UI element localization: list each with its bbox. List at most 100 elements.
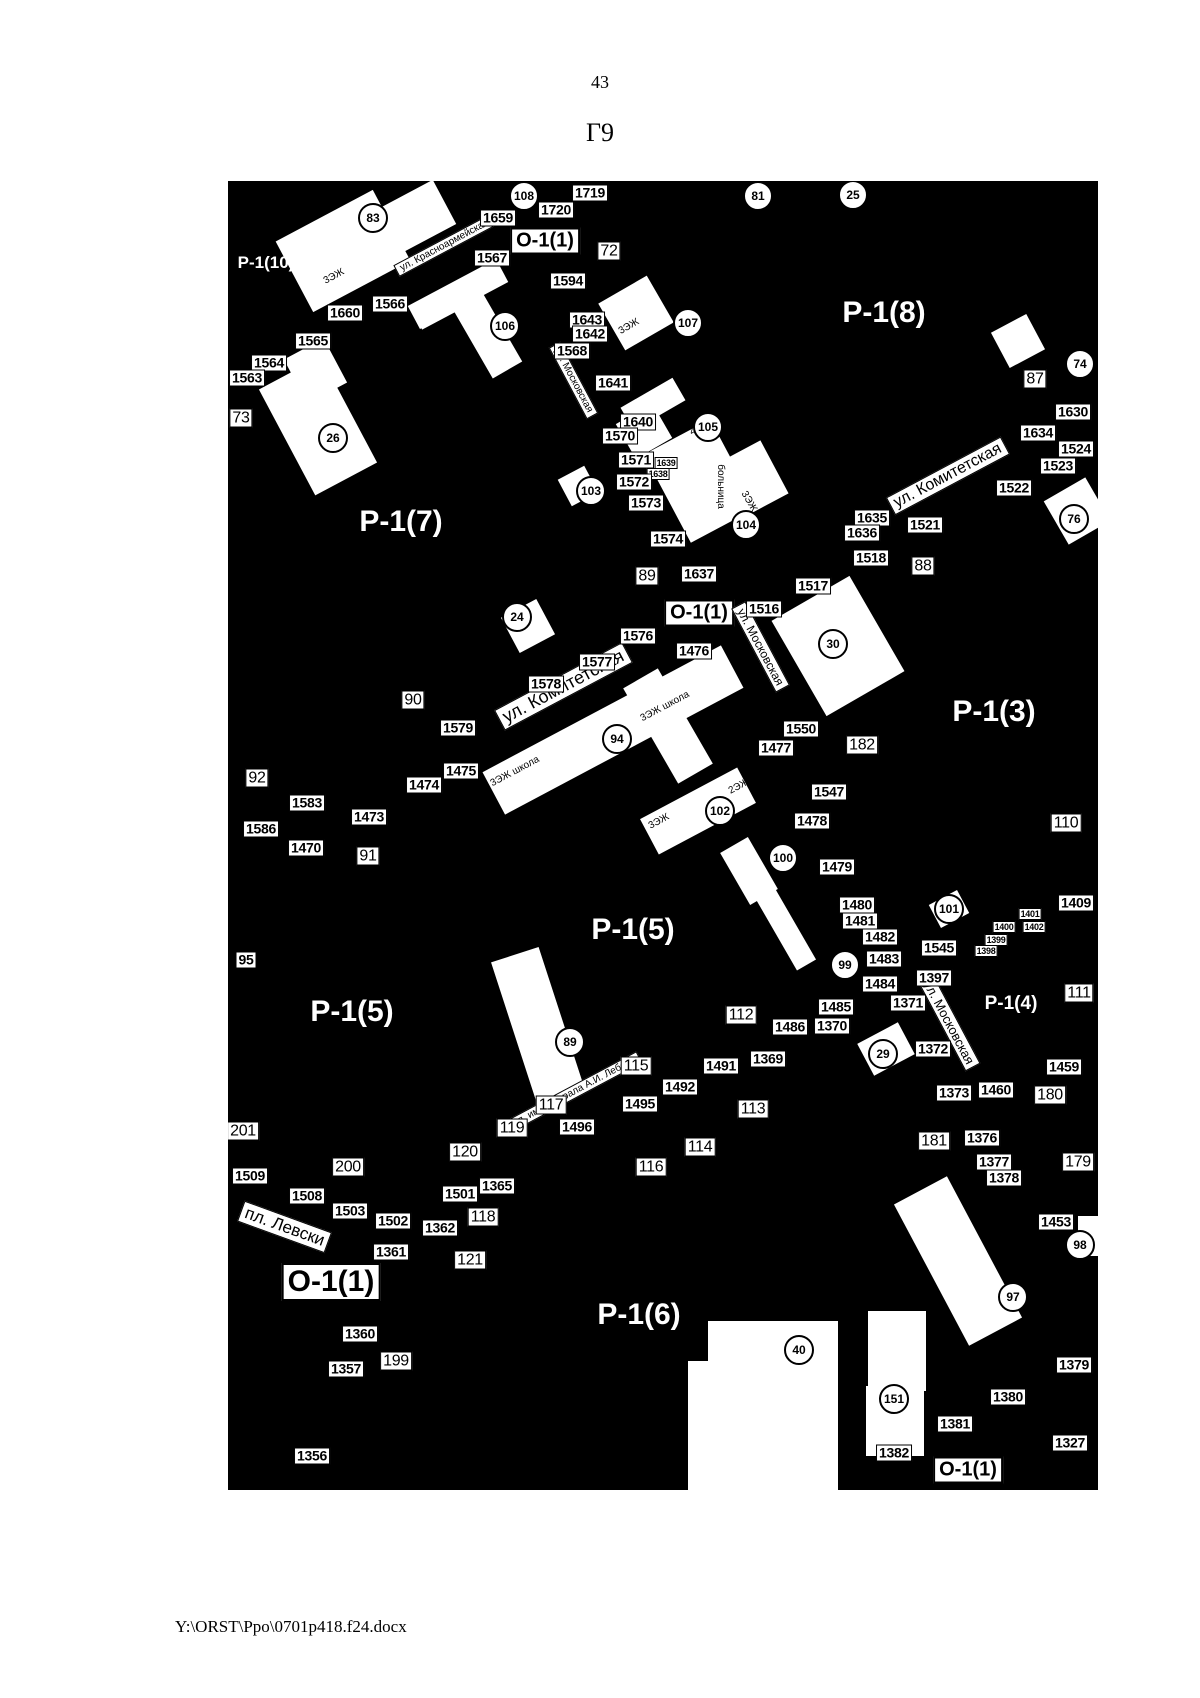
lot-number: 1409 xyxy=(1058,894,1094,912)
lot-number: 1378 xyxy=(986,1169,1022,1187)
lot-number: 1516 xyxy=(746,600,782,618)
zone-label-o1: О-1(1) xyxy=(933,1456,1003,1484)
lot-number: 1517 xyxy=(795,577,831,595)
lot-number: 1630 xyxy=(1055,403,1091,421)
lot-number: 1480 xyxy=(839,896,875,914)
lot-number: 110 xyxy=(1050,813,1082,833)
lot-number: 1578 xyxy=(528,675,564,693)
lot-number: 1659 xyxy=(480,209,516,227)
lot-number: 1477 xyxy=(758,739,794,757)
lot-number: 1376 xyxy=(964,1129,1000,1147)
lot-number: 1518 xyxy=(853,549,889,567)
building-footprint xyxy=(688,1361,738,1490)
lot-number: 112 xyxy=(725,1005,757,1025)
lot-number: 1502 xyxy=(375,1212,411,1230)
lot-number: 1491 xyxy=(703,1057,739,1075)
building-footprint xyxy=(598,275,674,351)
building-footprint xyxy=(990,313,1046,369)
zone-label: Р-1(3) xyxy=(952,695,1036,728)
lot-number: 1719 xyxy=(572,184,608,202)
building-number: 30 xyxy=(818,629,848,659)
lot-number: 1637 xyxy=(681,565,717,583)
lot-number: 1459 xyxy=(1046,1058,1082,1076)
lot-number: 1509 xyxy=(232,1167,268,1185)
lot-number: 116 xyxy=(635,1157,667,1177)
building-number: 29 xyxy=(868,1039,898,1069)
lot-number: 1327 xyxy=(1052,1434,1088,1452)
lot-number: 1586 xyxy=(243,820,279,838)
lot-number: 95 xyxy=(235,951,257,969)
street-label: пл. Левски xyxy=(237,1200,333,1254)
building-number: 100 xyxy=(768,843,798,873)
lot-number: 1579 xyxy=(440,719,476,737)
building-number: 76 xyxy=(1059,504,1089,534)
lot-number: 114 xyxy=(684,1137,716,1157)
lot-number: 115 xyxy=(620,1056,652,1076)
lot-number: 1369 xyxy=(750,1050,786,1068)
zone-label: Р-1(5) xyxy=(310,995,394,1028)
lot-number: 120 xyxy=(449,1142,481,1162)
lot-number: 1370 xyxy=(814,1017,850,1035)
lot-number: 121 xyxy=(454,1250,486,1270)
lot-number: 1521 xyxy=(907,516,943,534)
lot-number: 1496 xyxy=(559,1118,595,1136)
lot-number: 1567 xyxy=(474,249,510,267)
zone-label: Р-1(7) xyxy=(359,505,443,538)
lot-number: 1400 xyxy=(992,921,1016,933)
lot-number: 1357 xyxy=(328,1360,364,1378)
lot-number: 1382 xyxy=(876,1444,912,1462)
lot-number: 1642 xyxy=(572,325,608,343)
lot-number: 1492 xyxy=(662,1078,698,1096)
lot-number: 1360 xyxy=(342,1325,378,1343)
lot-number: 1484 xyxy=(862,975,898,993)
zone-label: Р-1(5) xyxy=(591,913,675,946)
lot-number: 1397 xyxy=(916,969,952,987)
lot-number: 1398 xyxy=(974,945,998,957)
lot-number: 1566 xyxy=(372,295,408,313)
lot-number: 1568 xyxy=(554,342,590,360)
lot-number: 1485 xyxy=(818,998,854,1016)
lot-number: 87 xyxy=(1023,369,1047,389)
lot-number: 182 xyxy=(846,735,878,755)
zone-label-o1: О-1(1) xyxy=(664,599,734,627)
lot-number: 1508 xyxy=(289,1187,325,1205)
building-number: 89 xyxy=(555,1027,585,1057)
lot-number: 90 xyxy=(401,690,425,710)
lot-number: 1481 xyxy=(842,912,878,930)
page-number: 43 xyxy=(591,72,609,92)
street-label: ул. Комитетская xyxy=(885,436,1010,516)
lot-number: 1660 xyxy=(327,304,363,322)
lot-number: 1365 xyxy=(479,1177,515,1195)
building-footprint xyxy=(868,1311,926,1391)
lot-number: 91 xyxy=(356,846,380,866)
lot-number: 1361 xyxy=(373,1243,409,1261)
lot-number: 1474 xyxy=(406,776,442,794)
lot-number: 1478 xyxy=(794,812,830,830)
lot-number: 1460 xyxy=(978,1081,1014,1099)
lot-number: 119 xyxy=(496,1118,528,1138)
lot-number: 181 xyxy=(918,1131,950,1151)
lot-number: 1476 xyxy=(676,642,712,660)
lot-number: 1564 xyxy=(251,354,287,372)
lot-number: 1356 xyxy=(294,1447,330,1465)
building-tag: 1ЭЖ xyxy=(791,886,817,907)
lot-number: 1583 xyxy=(289,794,325,812)
zone-label: Р-1(4) xyxy=(984,993,1038,1014)
footer-file-path: Y:\ORST\Ppo\0701p418.f24.docx xyxy=(175,1617,407,1636)
lot-number: 1402 xyxy=(1022,921,1046,933)
lot-number: 1401 xyxy=(1018,908,1042,920)
zoning-map[interactable]: 3ЭЖ 3ЭЖ 2ЭЖ больница 3ЭЖ 3ЭЖ школа 3ЭЖ ш… xyxy=(228,181,1098,1490)
lot-number: 1379 xyxy=(1056,1356,1092,1374)
lot-number: 1483 xyxy=(866,950,902,968)
lot-number: 1470 xyxy=(288,839,324,857)
lot-number: 1381 xyxy=(937,1415,973,1433)
lot-number: 1565 xyxy=(295,332,331,350)
lot-number: 1570 xyxy=(602,427,638,445)
building-number: 104 xyxy=(731,510,761,540)
lot-number: 111 xyxy=(1064,983,1094,1003)
building-number: 94 xyxy=(602,724,632,754)
lot-number: 72 xyxy=(597,241,621,261)
building-number: 97 xyxy=(998,1282,1028,1312)
lot-number: 1503 xyxy=(332,1202,368,1220)
building-number: 40 xyxy=(784,1335,814,1365)
